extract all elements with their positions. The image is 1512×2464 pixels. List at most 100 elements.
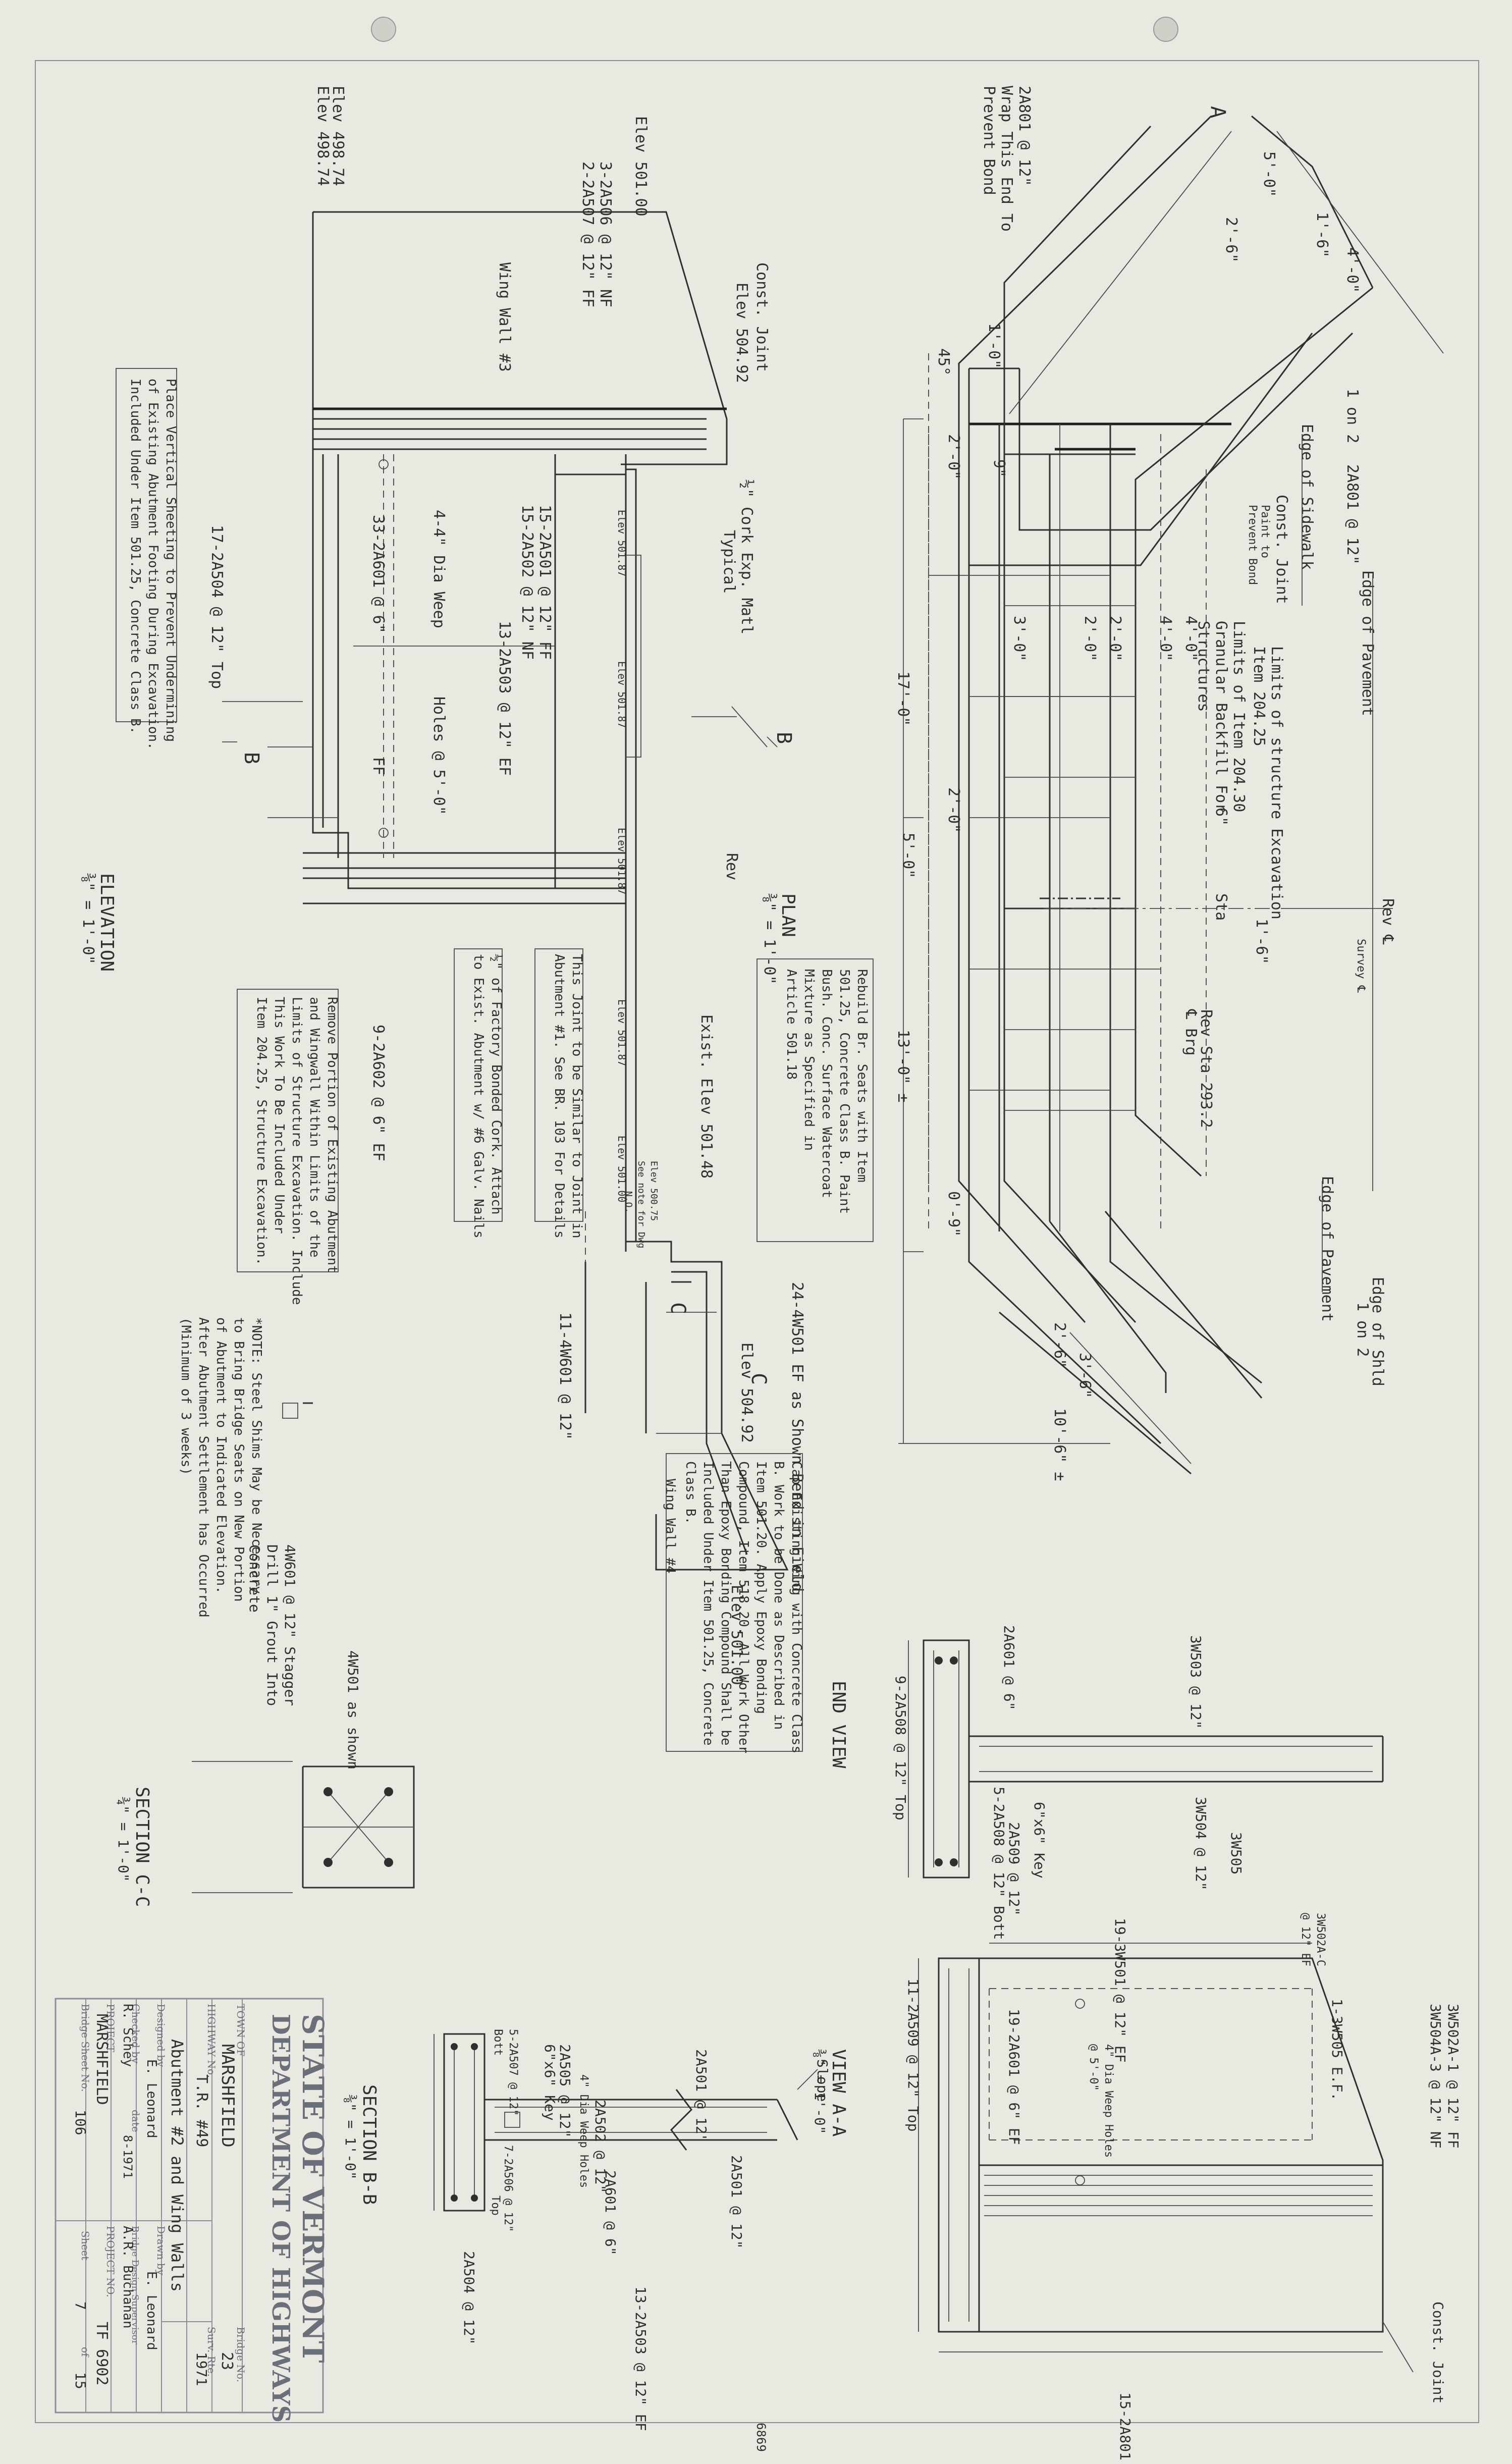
- tb-of: 15: [72, 2372, 89, 2389]
- elev-rebar-15-2a501: 15-2A501 @ 12" FF: [536, 505, 554, 660]
- elev-typical: Typical: [720, 530, 738, 594]
- tb-town: MARSHFIELD: [218, 2044, 238, 2148]
- end-rebar-3w503: 3W503 @ 12": [1187, 1635, 1204, 1729]
- aa-weep: 4" Dia Weep Holes: [1102, 2044, 1115, 2158]
- remove-note-line: Limits of Structure Excavation. Include: [289, 997, 304, 1305]
- tb-survey-label: Surv. Rte.: [205, 2327, 218, 2377]
- steel-note-line: *NOTE: Steel Shims May be Necessary: [249, 1317, 264, 1594]
- plan-dim: 2'-0": [1081, 616, 1099, 661]
- bb-weep: 4" Dia Weep Holes: [577, 2074, 590, 2188]
- plan-outline-page: [898, 115, 1444, 1464]
- plan-dim: 5'-0": [1260, 151, 1278, 197]
- plan-note-line: 501.25, Concrete Class B. Paint: [837, 969, 852, 1214]
- tb-dept: DEPARTMENT OF HIGHWAYS: [266, 2014, 295, 2423]
- bb-rebar-7-2a506: 7-2A506 @ 12": [502, 2145, 514, 2232]
- elev-rev: Rev: [723, 853, 740, 880]
- joint-note-line: Abutment #1. See BR. 103 For Details: [552, 954, 567, 1239]
- elev-const-joint: Const. Joint: [753, 262, 771, 372]
- cc-rebar-4w601: 4W601 @ 12" Stagger: [282, 1544, 298, 1706]
- tb-project: MARSHFIELD: [93, 2014, 111, 2105]
- tb-date: 8-1971: [121, 2135, 135, 2179]
- elev-rebar-33: 33-2A601 @ 6": [369, 515, 387, 633]
- punch-hole: [1153, 17, 1178, 42]
- elev-498: Elev 498.74: [329, 86, 347, 186]
- tb-supervisor: A.R. Buchanan: [120, 2226, 135, 2329]
- remove-note-line: and Wingwall Within Limits of the: [307, 997, 322, 1258]
- view-aa-title: VIEW A-A: [828, 2049, 849, 2137]
- plan-label-pavement-2: Edge of Pavement: [1318, 1176, 1336, 1322]
- plan-label-rev-cl: Rev ℄: [1379, 898, 1396, 945]
- bb-rebar-2a601: 2A601 @ 6": [602, 2170, 619, 2256]
- elev-small-6: Elev 500.75: [649, 1161, 659, 1221]
- sheeting-note-line: Place Vertical Sheeting to Prevent Under…: [163, 379, 178, 742]
- plan-label-paint-to: Paint to: [1259, 505, 1271, 558]
- plan-view: 2A801 @ 12": [928, 332, 1361, 1475]
- aa-rebar-3w502a: 3W502A-1 @ 12" FF: [1445, 2004, 1462, 2149]
- cap-note-line: Class B.: [683, 1461, 698, 1524]
- elev-small-5: Elev 501.00: [616, 1136, 628, 1202]
- remove-note-line: This Work To Be Included Under: [272, 997, 287, 1234]
- plan-dim: 0'-9": [945, 1191, 962, 1237]
- plan-dim: 10'-6" ±: [1051, 1408, 1068, 1481]
- plan-dim: 2'-0": [945, 787, 962, 833]
- aa-rebar-15-2a801: 15-2A801 @ 12": [1117, 2392, 1133, 2464]
- plan-note-line: Mixture as Specified in: [801, 969, 817, 1151]
- steel-note-line: to Bring Bridge Seats on New Portion: [231, 1317, 246, 1602]
- elev-rebar-2-2a507: 2-2A507 @ 12" FF: [579, 162, 597, 307]
- cork-note-line: ½" of Factory Bonded Cork. Attach: [489, 954, 504, 1215]
- section-cc-title: SECTION C-C: [132, 1787, 152, 1907]
- elev-501: Elev 501.00: [632, 116, 650, 217]
- plan-label-prevent-bond: Prevent Bond: [980, 86, 998, 195]
- end-view-title: END VIEW: [828, 1681, 849, 1769]
- elev-small-4: Elev 501.87: [616, 999, 628, 1066]
- elev-no: N.O.: [623, 1191, 634, 1213]
- end-rebar-9-2a508: 9-2A508 @ 12" Top: [892, 1676, 909, 1820]
- cap-note-line: Compound, Item 518.20. All Work Other: [736, 1461, 751, 1753]
- sheeting-note-line: of Existing Abutment Footing During Exca…: [145, 379, 160, 750]
- cc-drill: Drill 1" Grout Into: [264, 1544, 281, 1706]
- plan-dim: 1'-6": [1313, 212, 1331, 257]
- aa-rebar-19-2a601: 19-2A601 @ 6" EF: [1006, 2009, 1022, 2145]
- end-view-labels: END VIEW 3W503 @ 12" 2A601 @ 6" 9-2A508 …: [828, 1625, 1245, 1940]
- sheet-number: 6869: [754, 2423, 768, 2452]
- bb-slope: Slope: [814, 2059, 831, 2102]
- elevation-title: ELEVATION: [96, 873, 117, 972]
- bb-rebar-2a502: 2A502 @ 12": [592, 2100, 609, 2193]
- end-key: 6"x6" Key: [1031, 1802, 1048, 1879]
- elev-weep-1: 4-4" Dia Weep: [430, 510, 448, 628]
- plan-dim: 2'-0": [945, 434, 962, 479]
- plan-scale: ⅜" = 1'-0": [761, 893, 778, 985]
- tb-bridge-no: 23: [218, 2352, 236, 2370]
- section-bb: [434, 2033, 818, 2212]
- tb-highway-label: HIGHWAY No.: [205, 2004, 218, 2078]
- section-bb-title: SECTION B-B: [359, 2084, 380, 2205]
- plan-dim: 2'-6": [1051, 1322, 1068, 1368]
- tb-town-label: TOWN OF: [235, 2004, 247, 2057]
- cap-note-line: Cap Existing Wing with Concrete Class: [789, 1461, 804, 1753]
- plan-label-prevent-bond-2: Prevent Bond: [1246, 505, 1259, 585]
- plan-dim: 2'-6": [1222, 217, 1240, 262]
- plan-dim: 4'-0": [1157, 616, 1174, 661]
- bb-rebar-5-2a507: 5-2A507 @ 12": [507, 2029, 519, 2116]
- cc-rebar-4w501: 4W501 as shown: [345, 1650, 361, 1770]
- tb-drawn-label: Drawn by: [155, 2226, 167, 2276]
- elev-rebar-17: 17-2A504 @ 12" Top: [208, 525, 226, 689]
- end-view: [908, 1639, 1384, 1879]
- bb-rebar-2a504: 2A504 @ 12": [461, 2251, 477, 2344]
- tb-bridge-sheet: 106: [72, 2110, 89, 2135]
- punch-hole: [371, 17, 396, 42]
- plan-label-brg: ℄ Brg: [1182, 1009, 1200, 1056]
- section-b-marker: B: [240, 752, 263, 764]
- cap-note-line: B. Work to be Done as Described in: [771, 1461, 786, 1730]
- elev-small-1: Elev 501.87: [616, 510, 628, 576]
- elev-rebar-13: 13-2A503 @ 12" EF: [496, 621, 513, 776]
- tb-survey: 1971: [193, 2352, 210, 2386]
- elev-small-3: Elev 501.87: [616, 828, 628, 894]
- plan-dim: 3'-6": [1076, 1353, 1094, 1398]
- plan-outline: [928, 332, 1354, 1475]
- remove-note-line: Item 204.25, Structure Excavation.: [254, 997, 269, 1265]
- aa-rebar-1-3w505: 1-3W505 E.F.: [1329, 1999, 1345, 2101]
- plan-label-deg: 45°: [935, 348, 952, 376]
- end-rebar-2a509: 2A509 @ 12": [1006, 1822, 1022, 1915]
- plan-label-ratio-2: 1 on 2: [1354, 1302, 1371, 1357]
